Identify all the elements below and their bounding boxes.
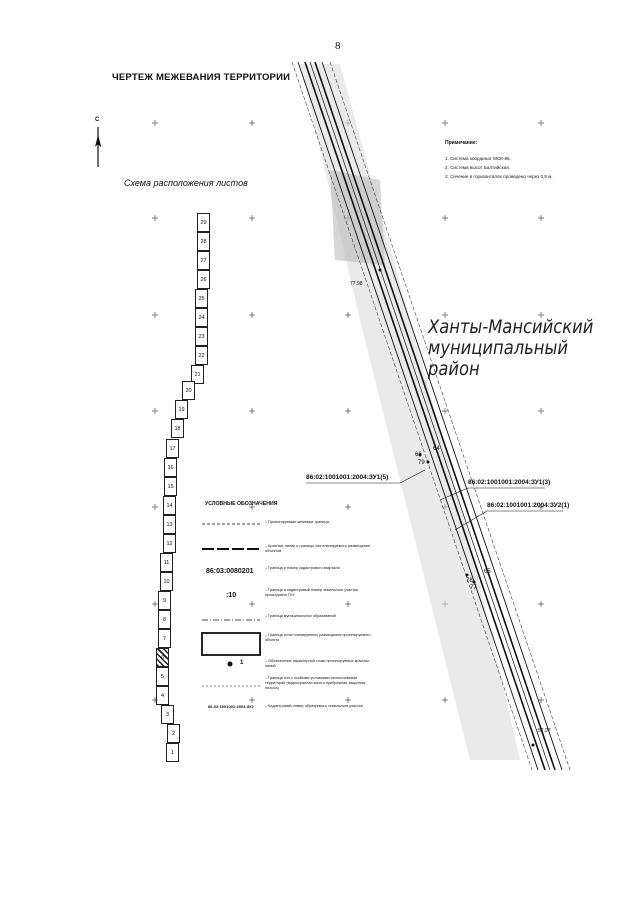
legend-item-text: – Граница муниципальных образований (265, 614, 336, 618)
sheet-cell: 1 (166, 743, 179, 762)
legend-item-text: – Граница зоны планируемого размещения п… (265, 633, 371, 642)
sheet-cell: 8 (158, 610, 171, 629)
sheet-cell: 28 (197, 232, 210, 251)
sheet-cell: 19 (175, 400, 188, 419)
point-label: 66 (415, 452, 422, 458)
sheet-cell: 20 (182, 381, 195, 400)
sheet-cell: 10 (160, 572, 173, 591)
sheet-cell: 11 (160, 553, 173, 572)
sheet-cell: 2 (167, 724, 180, 743)
page-number: 8 (335, 40, 341, 52)
sheet-cell: 6 (156, 648, 169, 667)
north-arrow-icon (95, 127, 102, 167)
sheet-cell: 23 (195, 327, 208, 346)
sheet-cell: 7 (158, 629, 171, 648)
grid-crosses (152, 120, 544, 703)
sheet-cell: 5 (156, 667, 169, 686)
sheet-cell: 15 (164, 477, 177, 496)
point-label: 79 (418, 460, 425, 466)
sheet-cell: 27 (197, 251, 210, 270)
legend-item-text: – Граница и номер кадастрового квартала (265, 566, 340, 570)
point-label: 78 (466, 578, 473, 584)
sheet-cell: 29 (197, 213, 210, 232)
corridor-lines (291, 61, 571, 771)
elevation-label: 77.98 (350, 281, 363, 287)
note-item-2: 2. Система высот Балтийская. (445, 165, 511, 170)
drawing-title: ЧЕРТЕЖ МЕЖЕВАНИЯ ТЕРРИТОРИИ (112, 72, 291, 83)
sheet-cell: 24 (195, 308, 208, 327)
notes-heading: Примечание: (445, 140, 478, 146)
sheet-cell: 3 (161, 705, 174, 724)
cadastral-label-zu2-1: 86:02:1001001:2004:ЗУ2(1) (487, 502, 570, 509)
legend-item-text: – Проектируемые межевые границы (265, 520, 330, 524)
sheet-cell: 12 (163, 534, 176, 553)
legend-item-text: – Обозначение характерной точки проектир… (265, 659, 370, 668)
cadastral-label-zu1-5: 86:02:1001001:2004:ЗУ1(5) (306, 474, 389, 481)
sheet-cell: 26 (197, 270, 210, 289)
district-label: Ханты-Мансийский муниципальный район (428, 317, 610, 380)
note-item-3: 3. Сечение в горизонталях проведено чере… (445, 174, 553, 179)
sheet-cell: 13 (163, 515, 176, 534)
sheet-cell: 9 (158, 591, 171, 610)
district-line-1: Ханты-Мансийский (428, 316, 594, 338)
sheet-cell: 22 (195, 346, 208, 365)
legend-samples (201, 523, 261, 687)
legend-item-text: – Граница зон с особыми условиями исполь… (265, 676, 366, 690)
north-arrow: С (93, 117, 103, 169)
sheet-cell: 21 (191, 365, 204, 384)
point-label: 77 (470, 585, 477, 591)
legend-item-sample: 86-02:1001001:2004:ЗУ2 (208, 704, 254, 709)
legend-item-sample: 1 (240, 660, 244, 666)
district-line-2: муниципальный район (428, 337, 569, 380)
scheme-title: Схема расположения листов (124, 178, 248, 188)
legend-item-sample: 86:03:0080201 (206, 568, 254, 575)
legend-item-text: – Кадастровый номер образуемого земельно… (265, 704, 363, 708)
sheet-cell: 14 (163, 496, 176, 515)
point-label: 65 (484, 569, 491, 575)
label-leaders (306, 469, 563, 531)
north-label: С (95, 117, 100, 123)
elevation-label: 57.97 (538, 728, 551, 734)
characteristic-points (378, 268, 535, 747)
sheet-cell: 18 (171, 419, 184, 438)
note-item-1: 1. Система координат МСК-86. (445, 156, 511, 161)
sheet-cell: 16 (164, 458, 177, 477)
legend-item-text: – Красные линии и границы зон планируемо… (265, 544, 371, 553)
sheet-cell: 17 (166, 439, 179, 458)
sheet-cell: 4 (156, 686, 169, 705)
sheet-cell: 25 (195, 289, 208, 308)
legend-item-sample: :10 (226, 592, 237, 599)
legend-heading: УСЛОВНЫЕ ОБОЗНАЧЕНИЯ (205, 501, 278, 507)
legend-item-text: – Граница и кадастровый номер земельного… (265, 588, 359, 597)
point-label: 64 (433, 446, 440, 452)
cadastral-label-zu1-3: 86:02:1001001:2004:ЗУ1(3) (468, 479, 551, 486)
